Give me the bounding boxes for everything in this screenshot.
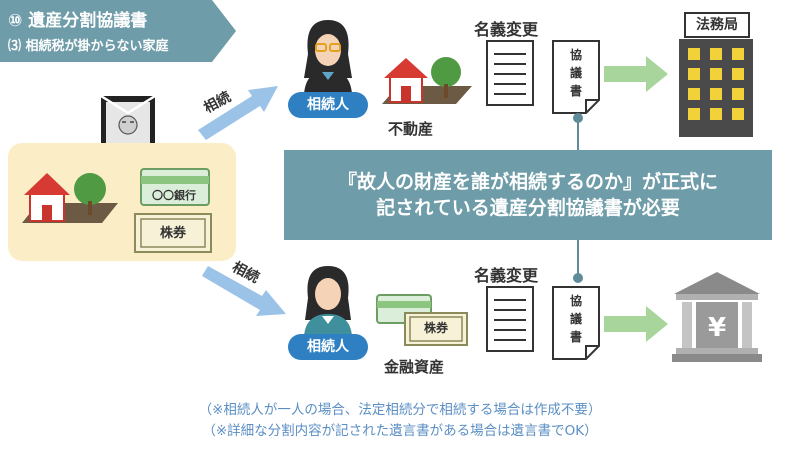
heir-label-bottom: 相続人 — [288, 334, 368, 360]
agreement-document-icon-top — [552, 40, 600, 114]
legal-bureau-sign: 法務局 — [684, 12, 750, 38]
inherit-arrow-bottom — [202, 266, 286, 316]
agreement-char-1: 協 — [569, 48, 582, 62]
name-change-document-icon-top — [486, 40, 534, 106]
real-estate-label: 不動産 — [388, 120, 434, 138]
stock-label: 株券 — [159, 226, 186, 241]
yen-symbol: ¥ — [707, 313, 727, 343]
message-box: 『故人の財産を誰が相続するのか』が正式に 記されている遺産分割協議書が必要 — [284, 150, 772, 240]
bankbook-icon — [140, 168, 210, 206]
agreement-char-3: 書 — [569, 84, 582, 98]
header-banner-shape — [0, 0, 236, 62]
header-banner: ⑩ 遺産分割協議書 ⑶ 相続税が掛からない家庭 — [0, 0, 236, 62]
connector-line-top — [573, 113, 583, 152]
name-change-document-icon-bottom — [486, 286, 534, 352]
heir-label-top: 相続人 — [288, 92, 368, 118]
agreement-char-2: 議 — [569, 66, 582, 80]
connector-line-bottom — [573, 238, 583, 283]
flow-arrow-top — [604, 56, 668, 92]
agreement-document-icon-bottom — [552, 286, 600, 360]
inherit-arrow-top — [198, 86, 278, 140]
real-estate-house-icon — [382, 57, 472, 104]
name-change-label-bottom: 名義変更 — [474, 266, 539, 285]
estate-house-icon — [22, 173, 118, 223]
legal-bureau-building-icon — [679, 39, 753, 137]
stock-certificate-icon — [134, 213, 212, 253]
header-subtitle: ⑶ 相続税が掛からない家庭 — [8, 39, 169, 54]
bankbook-label: 〇〇銀行 — [152, 189, 196, 202]
note-2: （※詳細な分割内容が記された遺言書がある場合は遺言書でOK） — [202, 423, 598, 439]
agreement-char-1: 協 — [569, 294, 582, 308]
header-title: ⑩ 遺産分割協議書 — [8, 11, 148, 31]
message-line-2: 記されている遺産分割協議書が必要 — [376, 197, 680, 219]
financial-stock-label: 株券 — [423, 321, 448, 335]
agreement-text-bottom: 協 議 書 — [552, 292, 600, 346]
heir-woman-icon — [304, 266, 352, 336]
agreement-text-top: 協 議 書 — [552, 46, 600, 100]
agreement-char-2: 議 — [569, 312, 582, 326]
message-line-1: 『故人の財産を誰が相続するのか』が正式に — [337, 171, 718, 193]
agreement-char-3: 書 — [569, 330, 582, 344]
note-1: （※相続人が一人の場合、法定相続分で相続する場合は作成不要） — [198, 402, 602, 418]
name-change-label-top: 名義変更 — [474, 20, 539, 39]
financial-assets-label: 金融資産 — [384, 358, 445, 376]
flow-arrow-bottom — [604, 306, 668, 342]
bank-building-icon — [672, 272, 762, 362]
financial-stock-icon — [404, 312, 468, 346]
heir-woman-glasses-icon — [304, 20, 352, 94]
